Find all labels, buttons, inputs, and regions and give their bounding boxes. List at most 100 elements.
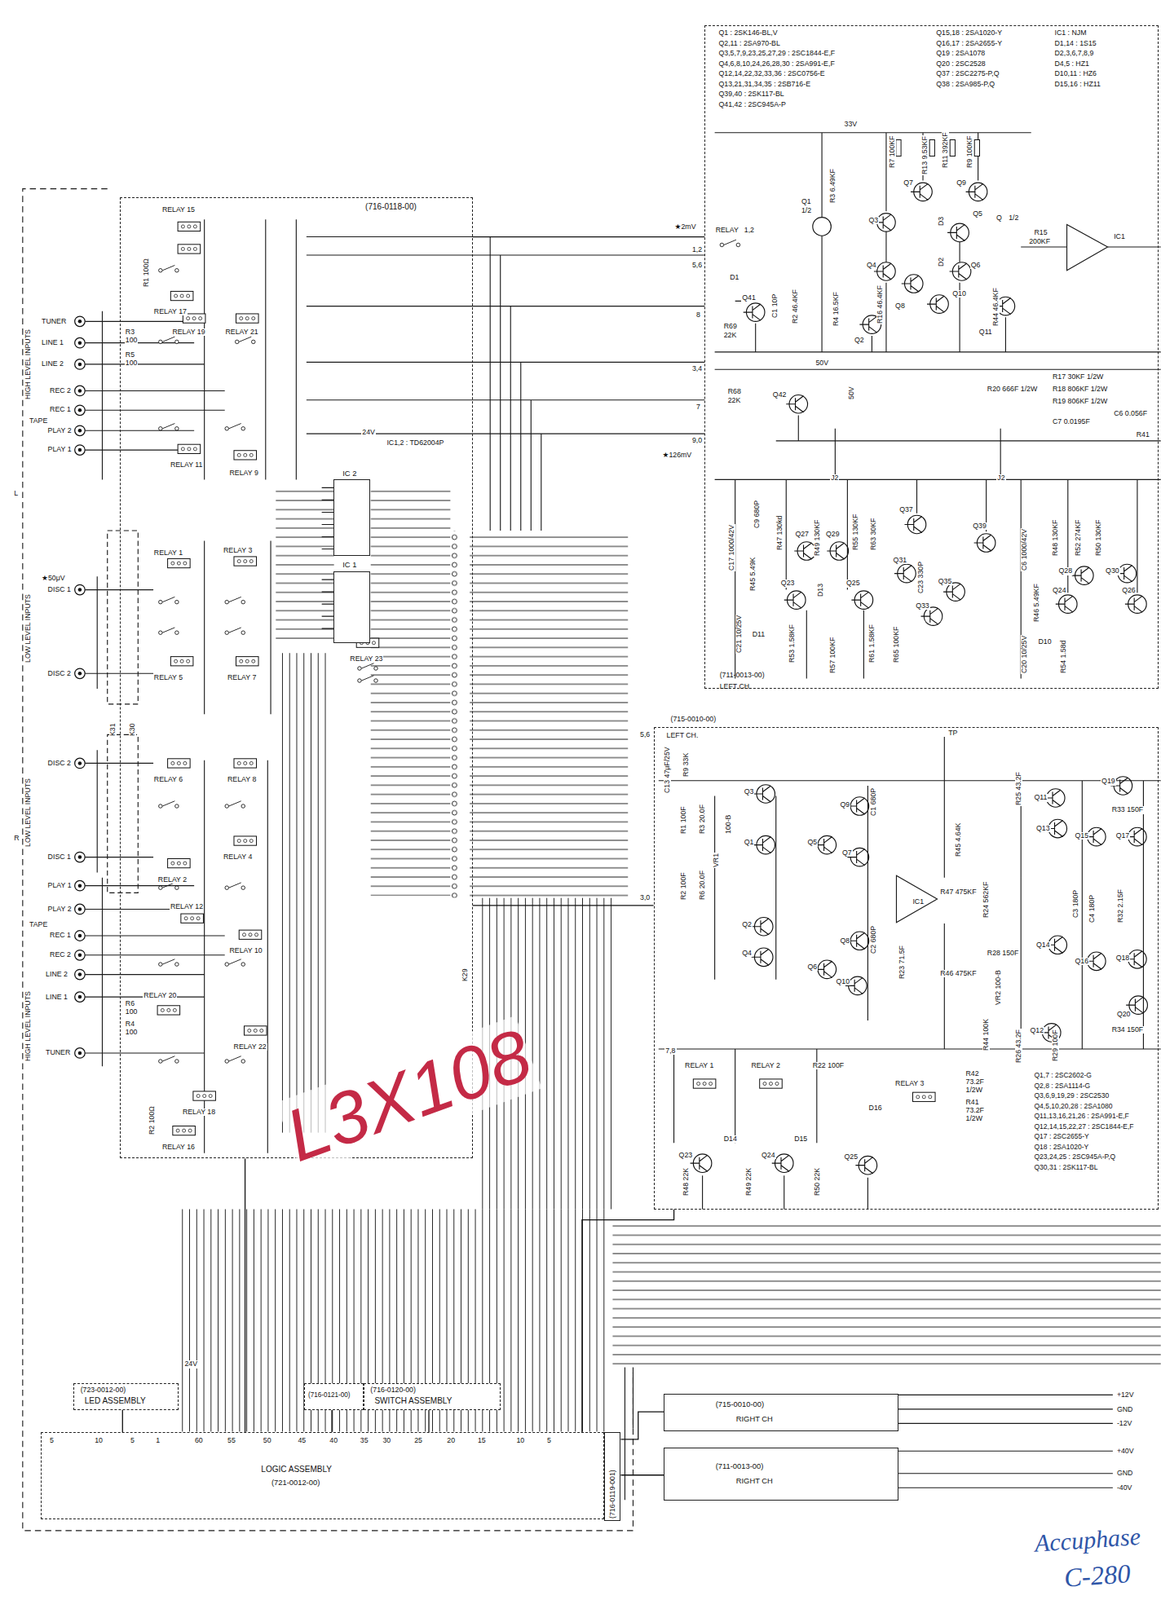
part-label: Q15,18 : 2SA1020-Y bbox=[935, 29, 1003, 37]
part-label: RELAY 7 bbox=[226, 674, 257, 682]
schematic-use bbox=[225, 596, 246, 605]
schematic-use bbox=[910, 182, 932, 202]
part-label: RELAY 23 bbox=[348, 655, 384, 663]
part-label: DISC 1 bbox=[47, 853, 72, 861]
schematic-use bbox=[167, 858, 191, 868]
part-label: Q20 bbox=[1116, 1010, 1132, 1019]
part-label: 100 bbox=[124, 359, 139, 367]
schematic-rect bbox=[450, 530, 461, 899]
schematic-use bbox=[943, 582, 965, 602]
part-label: 7 bbox=[695, 403, 702, 411]
part-label: RELAY 1 bbox=[153, 549, 184, 557]
part-label: D14 bbox=[723, 1135, 738, 1144]
part-label: 100 bbox=[124, 1008, 139, 1016]
part-label: Q9 bbox=[955, 179, 967, 187]
schematic-use bbox=[814, 960, 836, 980]
part-label: LINE 1 bbox=[40, 339, 65, 347]
part-label: RELAY 19 bbox=[171, 328, 206, 336]
schematic-use bbox=[719, 239, 741, 248]
part-label: -12V bbox=[1116, 1420, 1134, 1428]
part-label: R1 100Ω bbox=[142, 257, 151, 288]
schematic-use bbox=[75, 425, 86, 437]
node-label: RIGHT CH bbox=[736, 1477, 773, 1486]
part-label: 25 bbox=[413, 1437, 424, 1445]
part-label: Q23 bbox=[678, 1152, 694, 1160]
schematic-use bbox=[753, 835, 775, 855]
part-label: 5,6 bbox=[639, 731, 651, 739]
assembly-box: (715-0010-00)RIGHT CH bbox=[663, 1394, 899, 1432]
part-label: R3 20.0F bbox=[698, 803, 707, 835]
part-label: J2 bbox=[996, 474, 1006, 482]
part-label: R42 bbox=[965, 1070, 981, 1078]
part-label: Q10 bbox=[834, 978, 851, 986]
part-label: R57 100KF bbox=[829, 635, 837, 674]
part-label: C7 0.0195F bbox=[1051, 418, 1091, 426]
part-label: IC1 : NJM bbox=[1054, 29, 1088, 37]
part-label: R29 100F bbox=[1051, 1028, 1060, 1063]
part-label: TUNER bbox=[40, 317, 67, 326]
part-label: Q17 : 2SC2655-Y bbox=[1032, 1133, 1090, 1141]
part-label: R6 20.0F bbox=[698, 869, 707, 901]
schematic-use bbox=[847, 797, 869, 817]
part-label: Q20 : 2SC2528 bbox=[935, 60, 986, 68]
schematic-use bbox=[826, 542, 848, 561]
schematic-use bbox=[225, 882, 246, 891]
schematic-use bbox=[851, 591, 873, 610]
schematic-use bbox=[949, 262, 972, 282]
part-label: R45 5.49K bbox=[749, 556, 757, 592]
part-label: D16 bbox=[868, 1104, 883, 1113]
part-label: Q1 bbox=[800, 198, 813, 206]
part-label: R34 150F bbox=[1111, 1026, 1145, 1034]
part-label: Q33 bbox=[914, 602, 931, 610]
connector-wire bbox=[620, 1412, 664, 1440]
part-label: Q1 : 2SK146-BL,V bbox=[717, 29, 778, 37]
part-label: +40V bbox=[1116, 1447, 1135, 1456]
node-label: (716-0120-00) bbox=[370, 1386, 416, 1395]
schematic-use bbox=[172, 1125, 196, 1135]
part-label: Q30 bbox=[1104, 567, 1121, 575]
schematic-use bbox=[75, 668, 86, 680]
part-label: RELAY bbox=[715, 226, 740, 234]
part-label: Q25 bbox=[845, 579, 861, 588]
schematic-use bbox=[177, 244, 201, 254]
schematic-use bbox=[75, 1048, 86, 1060]
part-label: 50V bbox=[847, 385, 856, 401]
schematic-circle bbox=[812, 217, 832, 237]
part-label: R49 22K bbox=[745, 1167, 753, 1197]
part-label: GND bbox=[1116, 1470, 1134, 1478]
part-label: R26 43.2F bbox=[1015, 1028, 1023, 1064]
schematic-use bbox=[75, 359, 86, 371]
connector-wire bbox=[428, 1410, 429, 1434]
part-label: HIGH LEVEL INPUTS bbox=[24, 990, 32, 1063]
part-label: 55 bbox=[226, 1437, 237, 1445]
part-label: Q6 bbox=[970, 261, 982, 270]
schematic-use bbox=[921, 607, 943, 627]
node-label: (716-0118-00) bbox=[365, 203, 417, 212]
node-label: (723-0012-00) bbox=[80, 1386, 127, 1395]
part-label: Q41,42 : 2SC945A-P bbox=[717, 101, 786, 109]
schematic-use bbox=[158, 882, 180, 891]
part-label: LINE 2 bbox=[40, 360, 65, 368]
part-label: R25 43.2F bbox=[1015, 771, 1023, 807]
part-label: RELAY 16 bbox=[161, 1143, 196, 1152]
part-label: R53 1.58KF bbox=[788, 623, 796, 664]
schematic-use bbox=[158, 596, 180, 605]
part-label: Q12,14,22,32,33,36 : 2SC0756-E bbox=[717, 70, 826, 78]
part-label: Q7 bbox=[902, 179, 914, 187]
part-label: Q14 bbox=[1035, 941, 1051, 950]
schematic-use bbox=[158, 627, 180, 636]
part-label: 7,8 bbox=[664, 1047, 676, 1056]
schematic-use bbox=[690, 1154, 712, 1174]
part-label: 35 bbox=[359, 1437, 370, 1445]
part-label: 24V bbox=[183, 1360, 199, 1369]
connector-wire bbox=[582, 1209, 675, 1433]
schematic-use bbox=[1055, 595, 1078, 614]
part-label: RELAY 1 bbox=[684, 1062, 715, 1070]
part-label: DISC 2 bbox=[47, 759, 72, 768]
schematic-use bbox=[785, 394, 808, 414]
signal-wiring bbox=[22, 132, 1161, 1532]
part-label: R24 562KF bbox=[982, 881, 990, 919]
part-label: 1 bbox=[154, 1437, 161, 1445]
schematic-use bbox=[743, 303, 765, 323]
part-label: Q3 bbox=[868, 216, 880, 225]
